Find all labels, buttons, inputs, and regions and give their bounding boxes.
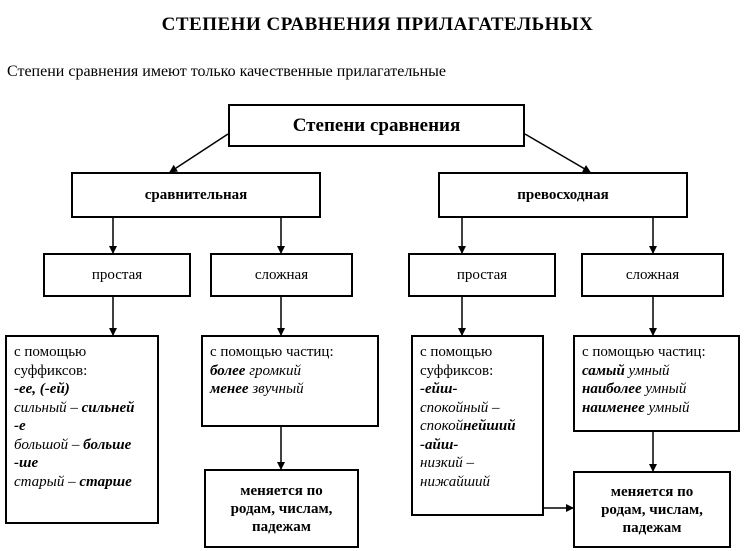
detail-text: умный — [628, 362, 670, 379]
detail-text: сильней — [81, 399, 135, 416]
detail-text: наименее — [582, 399, 649, 416]
detail-text: суффиксов: — [420, 362, 494, 379]
superlative-result-line: меняется по — [610, 483, 694, 500]
detail-line: суффиксов: — [14, 362, 150, 381]
comparative-node: сравнительная — [71, 172, 321, 218]
arrow-root-to-comparative — [169, 133, 229, 173]
detail-line: наиболее умный — [582, 380, 731, 399]
detail-text: наиболее — [582, 381, 646, 397]
detail-text: -айш- — [420, 436, 459, 453]
comparative-simple-detail: с помощью суффиксов: -ее, (-ей) сильный – с… — [5, 335, 159, 524]
comparative-result-line: падежам — [252, 518, 311, 535]
detail-text: сильный – — [14, 399, 82, 416]
comparative-result: меняется по родам, числам, падежам — [204, 469, 359, 548]
superlative-simple-label: простая — [456, 266, 508, 283]
detail-line: старый – старше — [14, 473, 150, 492]
superlative-simple-node: простая — [408, 253, 556, 297]
detail-text: -е — [14, 418, 26, 434]
superlative-result-line: родам, числам, — [601, 501, 703, 518]
detail-line: -айш- — [420, 436, 535, 455]
page-title: СТЕПЕНИ СРАВНЕНИЯ ПРИЛАГАТЕЛЬНЫХ — [161, 14, 594, 35]
comparative-result-line: меняется по — [240, 482, 323, 499]
detail-text: спокой — [420, 418, 464, 434]
detail-text: более — [210, 362, 250, 379]
detail-text: с помощью — [420, 344, 493, 360]
detail-line: низкий – — [420, 454, 535, 473]
detail-line: большой – больше — [14, 436, 150, 455]
detail-line: менее звучный — [210, 380, 370, 399]
detail-line: -ейш- — [420, 380, 535, 399]
detail-text: с помощью частиц: — [210, 344, 334, 360]
detail-text: суффиксов: — [14, 362, 88, 379]
detail-line: нижайший — [420, 473, 535, 492]
detail-line: спокойнейший — [420, 417, 535, 436]
superlative-complex-node: сложная — [581, 253, 724, 297]
detail-text: менее — [210, 381, 253, 397]
detail-text: -ше — [14, 455, 39, 471]
detail-line: наименее умный — [582, 399, 731, 418]
detail-line: более громкий — [210, 362, 370, 381]
superlative-node: превосходная — [438, 172, 688, 218]
detail-line: самый умный — [582, 362, 731, 381]
comparative-complex-node: сложная — [210, 253, 353, 297]
detail-text: больше — [83, 436, 132, 453]
superlative-label: превосходная — [517, 186, 609, 203]
detail-text: нижайший — [420, 473, 491, 490]
detail-text: большой – — [14, 436, 84, 453]
detail-text: спокойный – — [420, 399, 500, 416]
detail-line: -е — [14, 417, 150, 436]
detail-text: низкий – — [420, 455, 475, 471]
root-label: Степени сравнения — [292, 114, 461, 136]
comparative-result-line: родам, числам, — [230, 500, 333, 517]
arrow-root-to-superlative — [524, 133, 591, 173]
detail-text: умный — [648, 399, 690, 416]
detail-line: спокойный – — [420, 399, 535, 418]
detail-line: с помощью частиц: — [210, 343, 370, 362]
detail-text: -ее, (-ей) — [14, 381, 70, 397]
detail-text: старше — [79, 473, 132, 490]
root-node: Степени сравнения — [228, 104, 525, 147]
detail-text: нейший — [463, 418, 516, 434]
superlative-result: меняется по родам, числам, падежам — [573, 471, 731, 548]
page-subtitle: Степени сравнения имеют только качествен… — [7, 63, 447, 80]
comparative-simple-node: простая — [43, 253, 191, 297]
detail-text: с помощью частиц: — [582, 344, 706, 360]
detail-text: громкий — [249, 362, 302, 379]
detail-text: звучный — [252, 381, 304, 397]
detail-line: сильный – сильней — [14, 399, 150, 418]
comparative-complex-label: сложная — [254, 266, 309, 283]
detail-text: с помощью — [14, 344, 87, 360]
detail-text: старый – — [14, 473, 80, 490]
comparative-label: сравнительная — [144, 186, 248, 203]
superlative-complex-label: сложная — [625, 266, 680, 283]
detail-text: -ейш- — [420, 381, 458, 397]
detail-line: -ше — [14, 454, 150, 473]
comparative-simple-label: простая — [91, 266, 143, 283]
superlative-result-line: падежам — [622, 519, 682, 536]
detail-line: с помощью — [420, 343, 535, 362]
detail-line: с помощью — [14, 343, 150, 362]
detail-line: суффиксов: — [420, 362, 535, 381]
detail-line: с помощью частиц: — [582, 343, 731, 362]
detail-text: самый — [582, 362, 629, 379]
detail-line: -ее, (-ей) — [14, 380, 150, 399]
detail-text: умный — [645, 381, 687, 397]
